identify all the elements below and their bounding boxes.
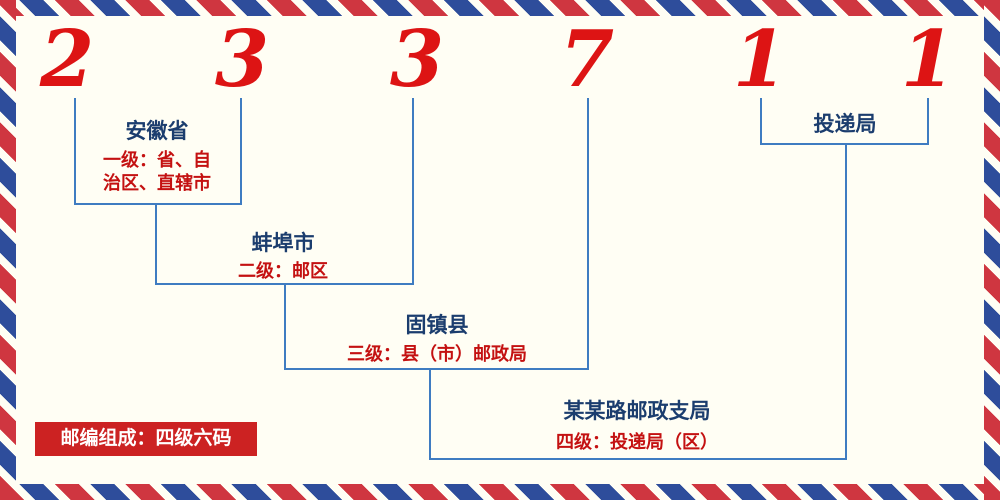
envelope-border-left — [0, 0, 16, 500]
connector-level4-bottom — [760, 143, 929, 145]
level4-station-label: 投递局 — [813, 113, 877, 136]
connector-level4-left — [760, 98, 762, 145]
postal-digit-5: 1 — [732, 14, 788, 105]
level2-name-label: 蚌埠市 — [251, 232, 315, 255]
connector-level2-right — [412, 98, 414, 285]
connector-level1-left — [74, 98, 76, 205]
postal-digit-6: 1 — [900, 14, 956, 105]
connector-level4-right — [927, 98, 929, 145]
level1-name-label: 安徽省 — [125, 120, 189, 143]
postal-digit-3: 3 — [389, 14, 445, 105]
postal-digit-1: 2 — [39, 14, 95, 105]
envelope-border-top — [0, 0, 1000, 16]
level2-desc-label: 二级：邮区 — [238, 261, 328, 281]
postal-digit-2: 3 — [214, 14, 270, 105]
connector-level4desc-left — [429, 368, 431, 460]
connector-level4desc-right — [845, 144, 847, 460]
envelope-border-bottom — [0, 484, 1000, 500]
connector-level2-left — [155, 204, 157, 285]
connector-level1-right — [240, 98, 242, 205]
level4-name-label: 某某路邮政支局 — [563, 400, 711, 423]
connector-level3-right — [587, 98, 589, 370]
composition-badge: 邮编组成：四级六码 — [35, 422, 257, 456]
connector-level3-bottom — [284, 368, 589, 370]
level4-desc-label: 四级：投递局（区） — [556, 432, 718, 452]
level3-desc-label: 三级：县（市）邮政局 — [347, 344, 527, 364]
envelope-border-right — [984, 0, 1000, 500]
connector-level3-left — [284, 284, 286, 370]
level3-name-label: 固镇县 — [405, 314, 469, 337]
connector-level4desc-bottom — [429, 458, 847, 460]
level1-desc-line1: 一级：省、自 — [103, 150, 211, 170]
level1-desc-line2: 治区、直辖市 — [103, 173, 211, 193]
connector-level1-bottom — [74, 203, 242, 205]
postal-digit-4: 7 — [559, 14, 615, 105]
